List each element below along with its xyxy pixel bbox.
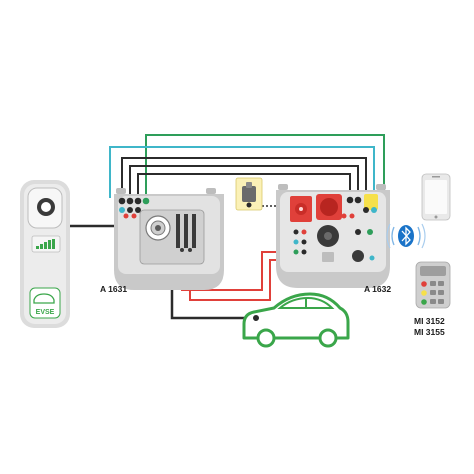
black-wire-1 [121,157,367,198]
adapter-a1632: A 1632 [276,184,391,294]
instrument-label-line2: MI 3155 [414,327,445,337]
cyan-wire [109,146,375,198]
instrument-label-line1: MI 3152 [414,316,445,326]
adapter-a1632-label: A 1632 [364,284,391,294]
evse-label: EVSE [36,309,55,316]
evse-station-icon: EVSE [20,180,70,328]
adapter-a1631-label: A 1631 [100,284,127,294]
adapter-a1631: A 1631 [100,188,224,294]
ev-car-icon [242,292,350,348]
black-wire-2 [129,165,359,198]
mains-plug-icon [235,177,263,211]
bluetooth-icon [386,223,426,249]
evse-badge-car-icon [33,293,55,304]
smartphone-icon [421,173,451,221]
black-wire-3 [137,173,351,198]
test-instrument-icon: MI 3152 MI 3155 [414,261,451,337]
